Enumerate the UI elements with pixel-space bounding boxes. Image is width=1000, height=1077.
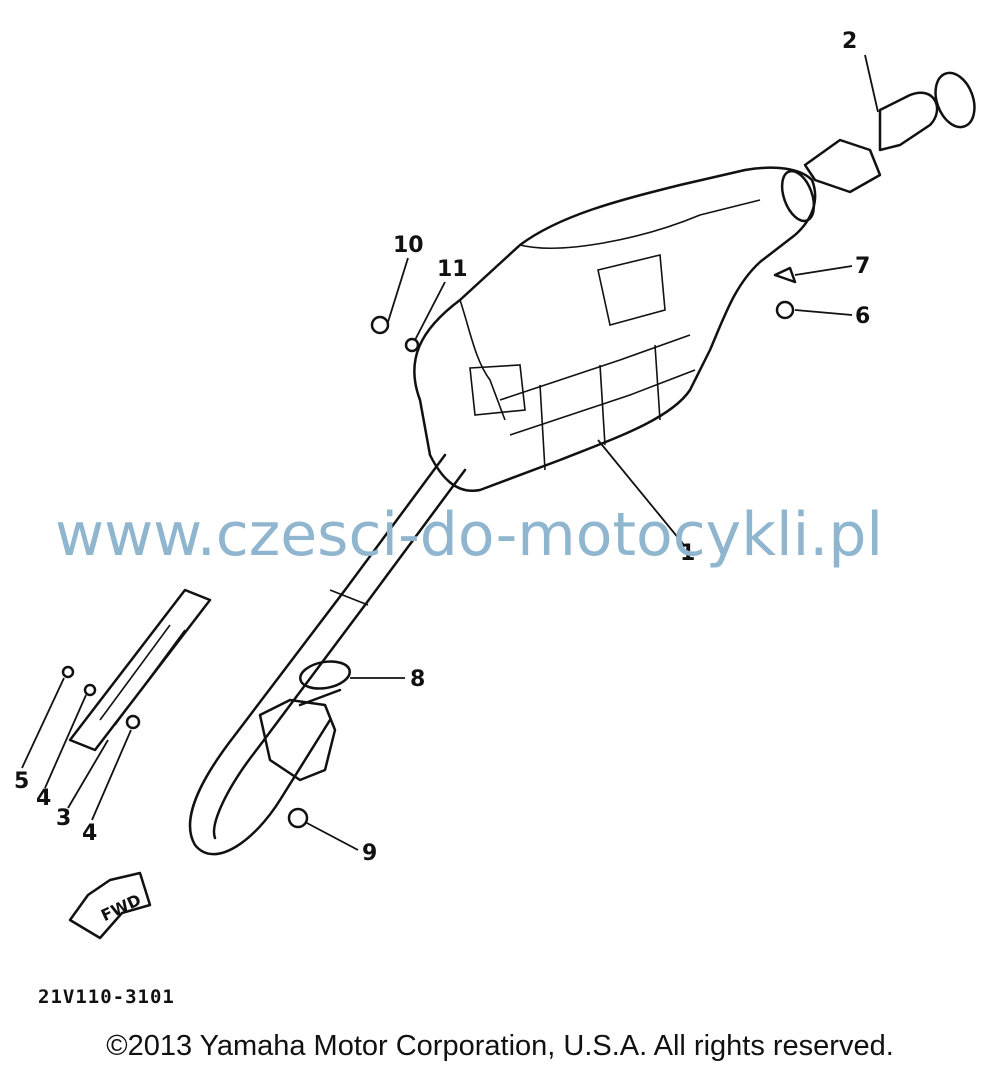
callout-3: 3 (56, 806, 71, 831)
fwd-label: FWD (98, 890, 144, 925)
forward-direction-arrow: FWD (68, 871, 152, 940)
heat-protector (68, 588, 212, 752)
callout-6: 6 (855, 304, 870, 329)
callout-1: 1 (680, 541, 695, 566)
callout-4b: 4 (82, 821, 97, 846)
callout-9: 9 (362, 841, 377, 866)
callout-10: 10 (393, 233, 424, 258)
watermark: www.czesci-do-motocykli.pl (55, 500, 883, 570)
callout-7: 7 (855, 254, 870, 279)
fasteners (61, 266, 797, 829)
silencer-end-cap (803, 71, 976, 194)
callout-8: 8 (410, 667, 425, 692)
copyright-notice: ©2013 Yamaha Motor Corporation, U.S.A. A… (106, 1030, 894, 1062)
reference-code: 21V110-3101 (38, 986, 175, 1008)
callout-11: 11 (437, 257, 468, 282)
muffler-body (413, 166, 817, 493)
callout-5: 5 (14, 769, 29, 794)
leader-lines (21, 54, 879, 851)
callout-4a: 4 (36, 786, 51, 811)
callout-2: 2 (842, 29, 857, 54)
